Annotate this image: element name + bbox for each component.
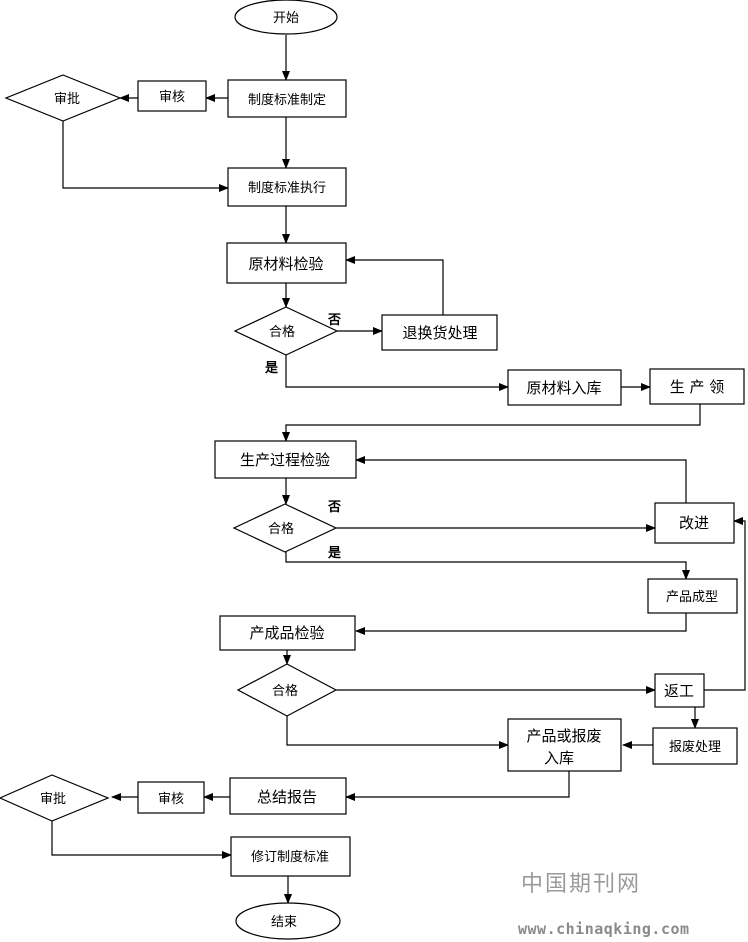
- storage-box: 产品或报废 入库: [507, 718, 622, 772]
- review-label-2: 审核: [158, 792, 184, 807]
- start-label: 开始: [273, 11, 299, 26]
- approve-diamond-1: 审批: [4, 74, 122, 122]
- raw-storage-label: 原材料入库: [526, 379, 601, 397]
- connectors: [51, 35, 746, 904]
- return-exchange-box: 退换货处理: [381, 314, 498, 351]
- decision-label-2: 合格: [268, 521, 294, 537]
- yes-label-1: 是: [264, 361, 279, 376]
- summary-box: 总结报告: [229, 777, 347, 815]
- review-box-1: 审核: [137, 80, 207, 112]
- scrap-label: 报废处理: [669, 739, 721, 755]
- process-inspect-label: 生产过程检验: [240, 451, 330, 469]
- revise-label: 修订制度标准: [251, 849, 329, 865]
- arrow-receive-to-process: [282, 404, 701, 442]
- arrow-decision3-to-storage: [286, 716, 509, 749]
- raw-storage-box: 原材料入库: [507, 369, 622, 406]
- production-receive-label: 生 产 领: [670, 378, 725, 396]
- return-exchange-label: 退换货处理: [402, 324, 477, 342]
- no-label-2: 否: [327, 500, 341, 515]
- arrow-return-to-raw-inspect: [345, 256, 444, 315]
- raw-inspect-box: 原材料检验: [226, 242, 347, 284]
- decision-diamond-1: 合格: [233, 306, 339, 356]
- yes-label-2: 是: [327, 546, 342, 561]
- product-forming-label: 产品成型: [666, 590, 718, 605]
- standard-exec-label: 制度标准执行: [248, 180, 326, 196]
- decision-diamond-2: 合格: [232, 503, 338, 553]
- rework-label: 返工: [664, 682, 694, 700]
- review-box-2: 审核: [137, 781, 205, 814]
- standard-making-box: 制度标准制定: [227, 79, 347, 118]
- arrow-forming-to-finished: [355, 613, 687, 635]
- approve-diamond-2: 审批: [0, 774, 110, 822]
- production-receive-box: 生 产 领: [649, 368, 745, 405]
- arrow-decision1-yes: [285, 355, 509, 391]
- product-forming-box: 产品成型: [647, 578, 738, 614]
- process-inspect-box: 生产过程检验: [214, 440, 357, 479]
- arrow-approve-to-revise: [51, 820, 232, 859]
- raw-inspect-label: 原材料检验: [248, 255, 323, 273]
- improve-box: 改进: [654, 502, 735, 544]
- finished-inspect-label: 产成品检验: [249, 624, 324, 642]
- decision-diamond-3: 合格: [236, 663, 338, 717]
- watermark-url: www.chinaqking.com: [518, 920, 690, 938]
- arrow-rework-to-improve: [704, 517, 746, 691]
- storage-label-line1: 产品或报废: [526, 727, 601, 745]
- finished-inspect-box: 产成品检验: [219, 615, 356, 651]
- approve-label-2: 审批: [40, 792, 66, 807]
- end-node: 结束: [235, 902, 341, 940]
- review-label-1: 审核: [159, 90, 185, 105]
- decision-label-1: 合格: [269, 324, 295, 340]
- start-node: 开始: [234, 0, 338, 35]
- arrow-decision2-yes: [285, 552, 690, 580]
- storage-label-line2: 入库: [544, 749, 574, 767]
- revise-box: 修订制度标准: [230, 836, 351, 877]
- end-label: 结束: [271, 915, 297, 930]
- standard-making-label: 制度标准制定: [248, 92, 326, 108]
- standard-exec-box: 制度标准执行: [227, 167, 347, 207]
- approve-label-1: 审批: [54, 92, 80, 107]
- no-label-1: 否: [327, 313, 341, 328]
- arrow-improve-to-process: [355, 456, 687, 503]
- arrow-approve-to-exec: [62, 120, 229, 192]
- improve-label: 改进: [679, 514, 709, 532]
- watermark-name: 中国期刊网: [521, 872, 641, 897]
- decision-label-3: 合格: [272, 683, 298, 699]
- rework-box: 返工: [654, 673, 705, 708]
- scrap-box: 报废处理: [652, 727, 738, 765]
- arrow-storage-to-summary: [345, 771, 570, 801]
- summary-label: 总结报告: [257, 788, 317, 806]
